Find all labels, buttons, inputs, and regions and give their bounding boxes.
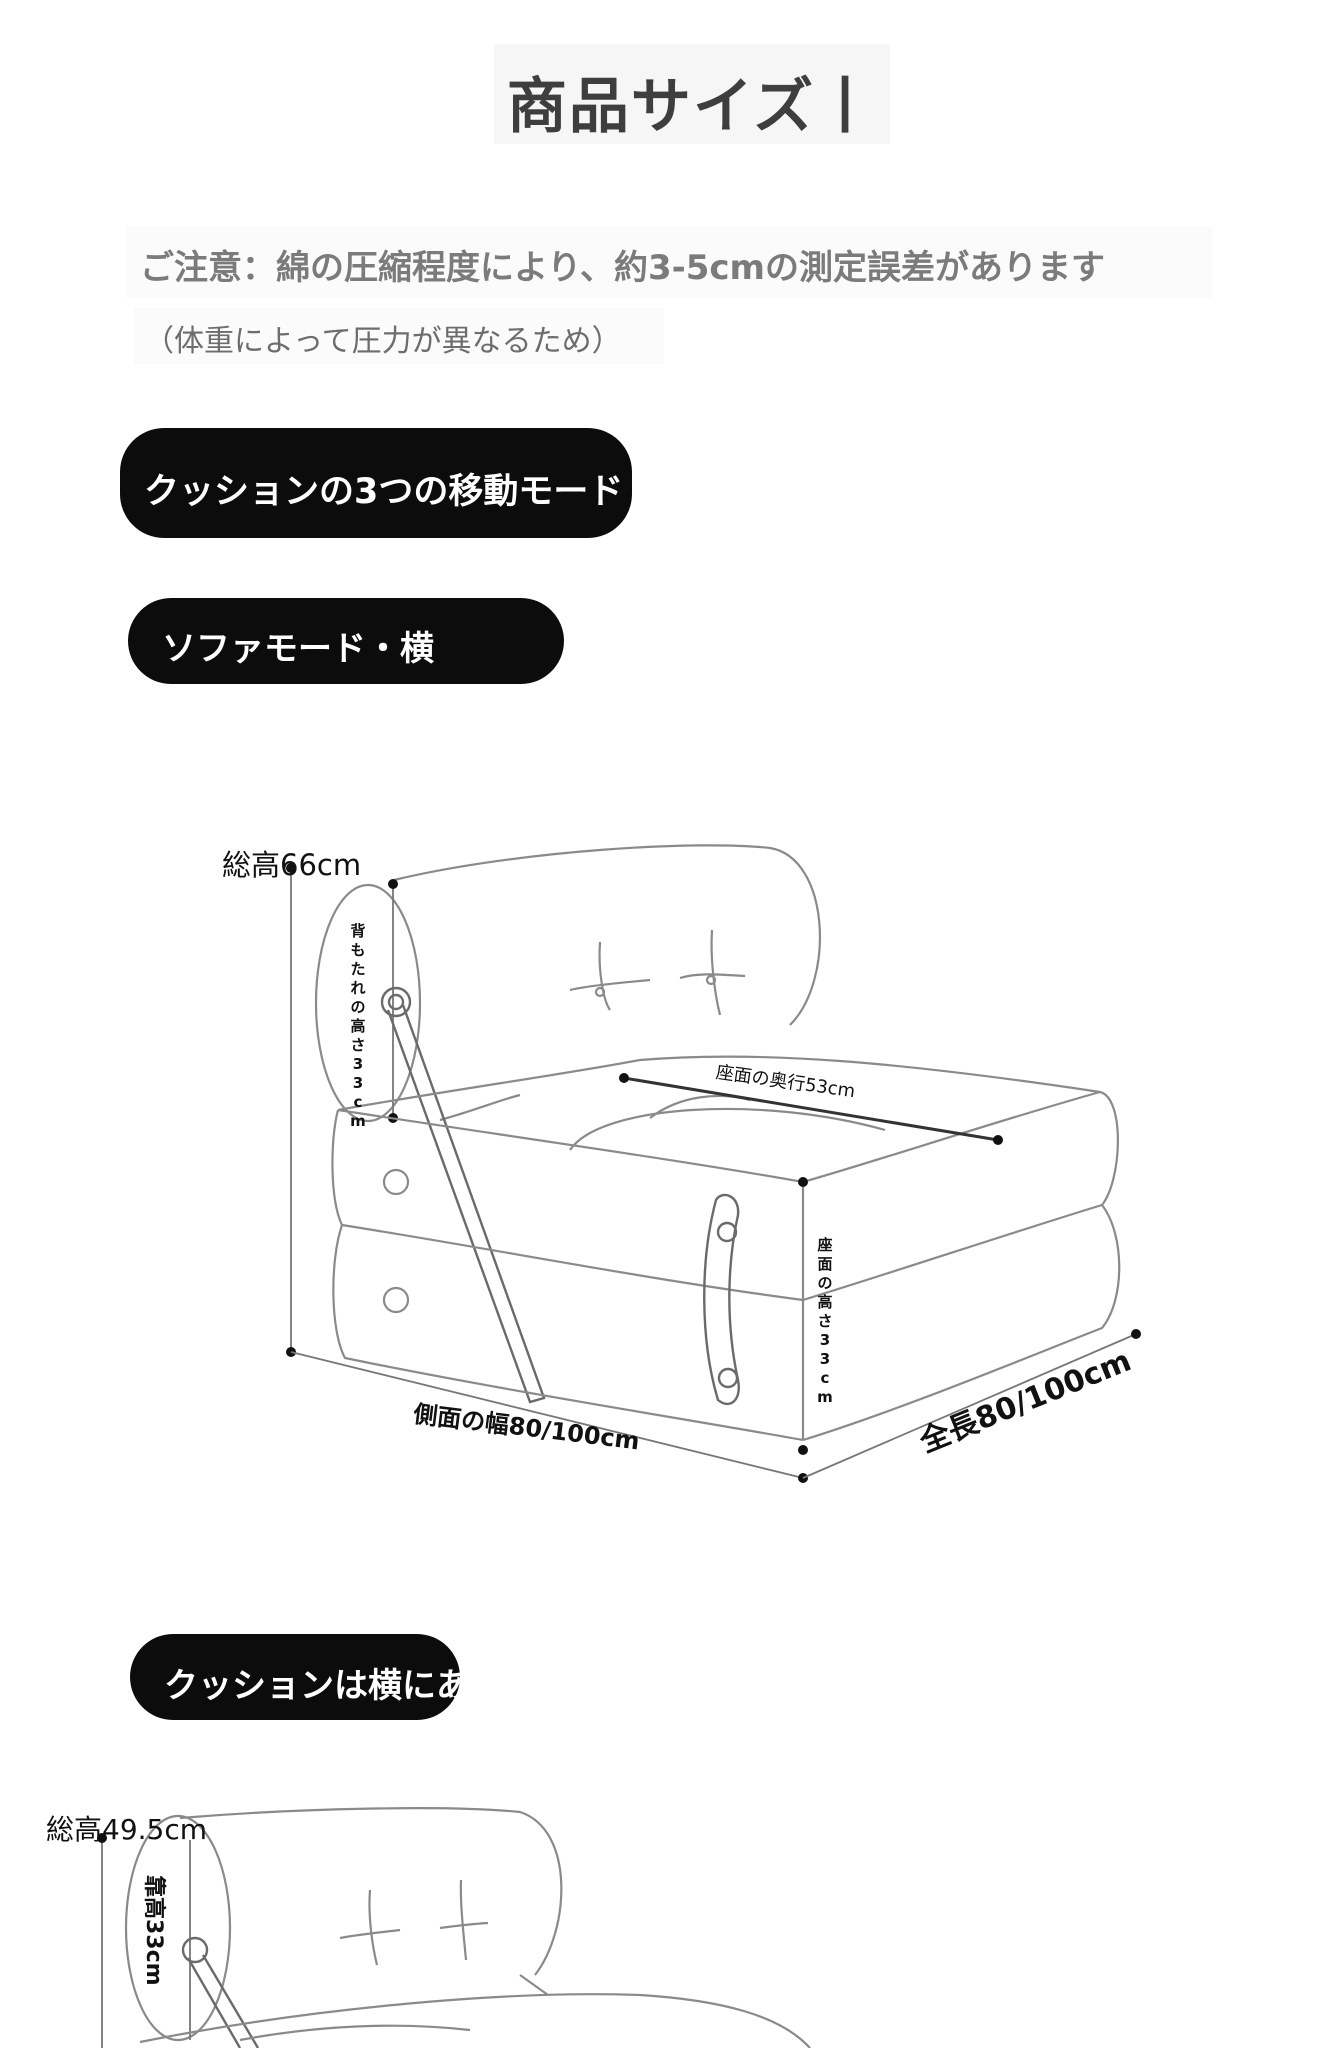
dimension-dot: [388, 879, 398, 889]
measurement-note-sub-text: （体重によって圧力が異なるため）: [144, 324, 622, 359]
leg-2: [519, 1974, 549, 1996]
dimension-dot: [97, 1833, 107, 1843]
side-width-line: [290, 1351, 804, 1479]
dimension-dot: [798, 1445, 808, 1455]
tufting: [569, 978, 651, 992]
sofa-mode-text: ソファモード・横: [162, 629, 434, 669]
dimension-dot: [286, 863, 296, 873]
measurement-note: ご注意：綿の圧縮程度により、約3-5cmの測定誤差があります: [126, 226, 1212, 298]
lower-side: [802, 1203, 1121, 1442]
tuft-button: [594, 986, 606, 998]
seat-depth-line: [623, 1076, 999, 1142]
strap-ring-inner: [387, 993, 405, 1011]
modes-section-label: クッションの3つの移動モード: [120, 428, 632, 538]
total-height-label: 総高66cm: [222, 848, 362, 882]
total-height-label-2: 総高49.5cm: [46, 1813, 208, 1846]
seat-front-lower: [332, 1224, 804, 1442]
strap: [386, 1004, 546, 1404]
backrest-roll: [393, 844, 822, 1026]
measurement-note-text: ご注意：綿の圧縮程度により、約3-5cmの測定誤差があります: [140, 248, 1105, 288]
cushion-side-text: クッションは横にあります: [164, 1666, 572, 1706]
dimension-dot: [798, 1177, 808, 1187]
seat-tuft-2: [239, 2024, 471, 2042]
strap-2: [186, 1957, 242, 2048]
handle-rivet: [716, 1221, 738, 1243]
sofa-mode-label: ソファモード・横: [128, 598, 564, 684]
handle-rivet: [717, 1367, 739, 1389]
seat-top: [337, 1055, 1119, 1206]
dimension-dot: [619, 1073, 629, 1083]
dimension-dot: [1131, 1329, 1141, 1339]
modes-section-text: クッションの3つの移動モード: [144, 472, 624, 512]
backrest-bottom: [439, 1093, 521, 1122]
strap-2: [201, 1954, 260, 2048]
backrest-roll-2: [179, 1807, 563, 1976]
tufting: [710, 929, 722, 1016]
seat-front-upper: [331, 1109, 804, 1302]
seat-vent: [382, 1286, 410, 1314]
backrest-end: [314, 883, 422, 1123]
back-height-label-2: 靠高33cm: [141, 1875, 166, 1986]
strap-ring-2: [181, 1936, 209, 1964]
page-title: 商品サイズ丨: [506, 72, 878, 142]
cushion-side-label: クッションは横にあります: [130, 1634, 572, 1720]
tufting: [598, 941, 611, 1011]
tufting-2: [368, 1889, 379, 1966]
strap-ring: [380, 986, 412, 1018]
backrest-end-2: [124, 1814, 232, 2042]
seat-side-edge: [802, 1090, 1101, 1184]
seat-top-2: [139, 1993, 811, 2048]
seat-vent: [382, 1168, 410, 1196]
seat-tuft: [649, 1094, 751, 1119]
title-banner: 商品サイズ丨: [494, 44, 890, 144]
measurement-note-sub: （体重によって圧力が異なるため）: [134, 308, 664, 364]
dimension-dot: [993, 1135, 1003, 1145]
seat-tuft: [569, 1107, 886, 1151]
carry-handle: [703, 1193, 740, 1406]
seat-edge: [337, 1108, 804, 1184]
total-length-line: [802, 1333, 1137, 1479]
tuft-button: [705, 974, 717, 986]
tufting-2: [459, 1879, 468, 1961]
